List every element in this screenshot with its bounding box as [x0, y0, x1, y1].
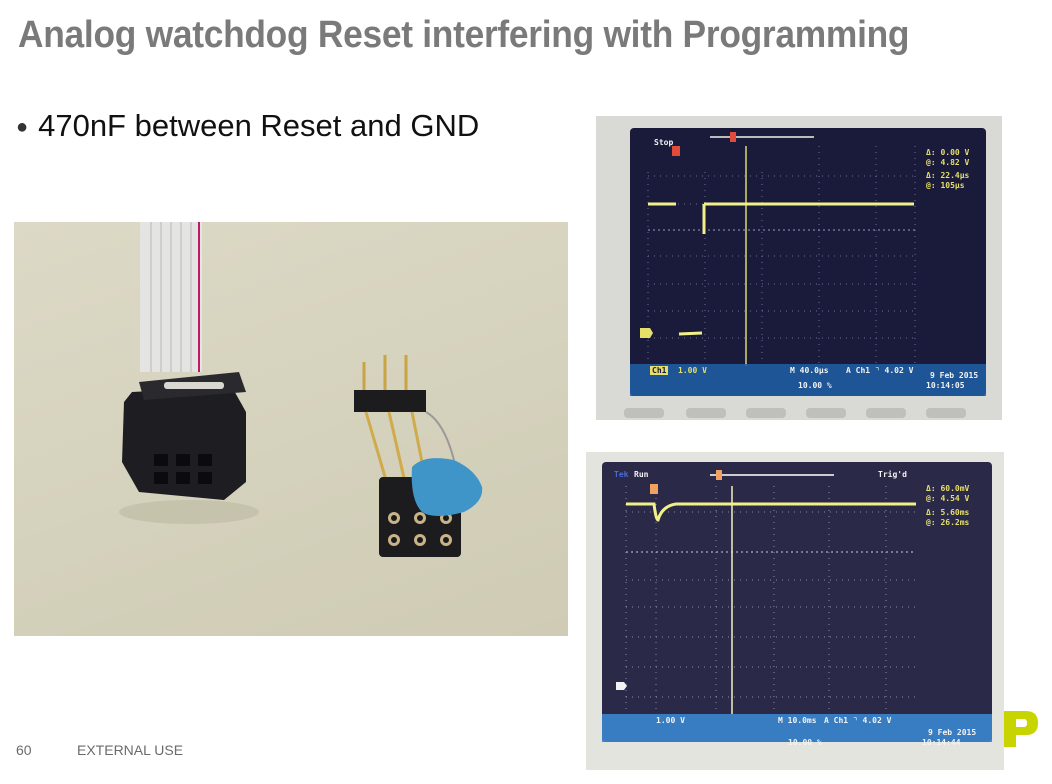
scope1-timebase: M 40.0µs [790, 366, 829, 375]
scope1-delta-t: Δ: 22.4µs [926, 171, 970, 180]
scope1-trigger: A Ch1 ⌝ 4.02 V [846, 366, 914, 375]
scope2-trigger-pos: 10.00 % [788, 738, 822, 747]
bullet-text: 470nF between Reset and GND [38, 108, 480, 143]
scope1-delta-v: Δ: 0.00 V [926, 148, 970, 157]
scope1-ch1-marker-icon [640, 328, 653, 338]
bullet-item: ● 470nF between Reset and GND [16, 108, 479, 144]
scope2-graticule [602, 470, 992, 742]
scope2-delta-t-value: 5.60ms [940, 508, 970, 517]
slide-title: Analog watchdog Reset interfering with P… [18, 14, 910, 56]
scope2-time: 10:14:44 [922, 738, 961, 747]
scope2-ch1-marker-icon [616, 682, 627, 690]
scope1-ch-label: Ch1 [650, 366, 669, 375]
scope2-state: Run [634, 470, 649, 479]
scope1-at-v-value: 4.82 V [940, 158, 970, 167]
scope1-at-v: @: 4.82 V [926, 158, 970, 167]
scope2-ch-scale: 1.00 V [656, 716, 685, 725]
scope2-at-v-value: 4.54 V [940, 494, 970, 503]
scope2-delta-t: Δ: 5.60ms [926, 508, 970, 517]
scope1-delta-v-value: 0.00 V [940, 148, 970, 157]
connector-photo [14, 222, 568, 636]
scope1-display [630, 128, 986, 396]
scope1-trigger-marker-icon [672, 146, 680, 156]
scope1-waveform [648, 202, 914, 336]
capacitor-adapter [354, 355, 483, 557]
scope2-waveform [626, 502, 916, 522]
scope1-graticule [624, 132, 986, 418]
scope2-date: 9 Feb 2015 [928, 728, 977, 737]
scope2-at-t-value: 26.2ms [940, 518, 970, 527]
scope1-at-t-value: 105µs [940, 181, 965, 190]
scope2-at-t: @: 26.2ms [926, 518, 970, 527]
page-number: 60 [16, 742, 32, 758]
classification-label: EXTERNAL USE [77, 742, 184, 758]
scope2-brand: Tek [614, 470, 629, 479]
scope2-timebase: M 10.0ms [778, 716, 817, 725]
scope2-delta-v: Δ: 60.0mV [926, 484, 970, 493]
brand-logo-icon [1004, 711, 1038, 747]
scope1-trigger-pos: 10.00 % [798, 381, 832, 390]
scope2-trigger-marker-icon [650, 484, 658, 494]
scope2-at-v: @: 4.54 V [926, 494, 970, 503]
scope1-delta-t-value: 22.4µs [940, 171, 970, 180]
scope2-trig-status: Trig'd [878, 470, 907, 479]
connector-photo-illustration [119, 222, 483, 557]
scope1-state: Stop [654, 138, 674, 147]
oscilloscope-screenshot-1: Stop Δ: 0.00 V @: 4.82 V Δ: 22.4µs @: 10… [596, 116, 1002, 420]
bullet-icon: ● [16, 116, 29, 139]
scope1-at-t: @: 105µs [926, 181, 965, 190]
ribbon-cable [140, 222, 202, 372]
oscilloscope-screenshot-2: Tek Run Trig'd Δ: 60.0mV @: 4.54 V Δ: 5.… [586, 452, 1004, 770]
scope1-time: 10:14:05 [926, 381, 965, 390]
scope1-date: 9 Feb 2015 [930, 371, 979, 380]
scope1-ch-scale: 1.00 V [678, 366, 707, 375]
idc-connector [119, 372, 259, 524]
scope2-delta-v-value: 60.0mV [940, 484, 970, 493]
scope2-trigger: A Ch1 ⌝ 4.02 V [824, 716, 892, 725]
